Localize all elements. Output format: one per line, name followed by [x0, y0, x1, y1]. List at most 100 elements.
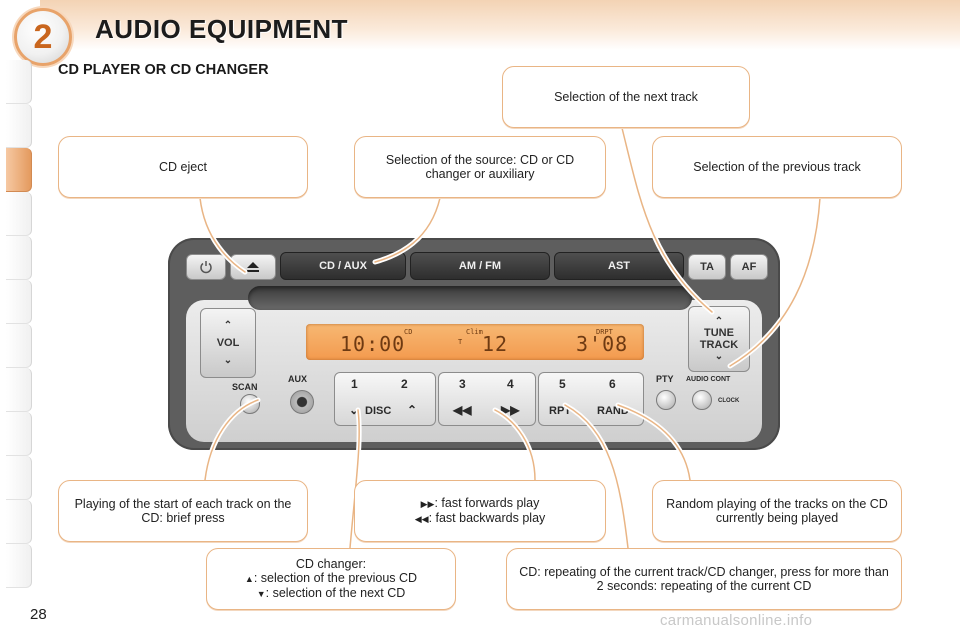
lcd-display: 10:00 CD Clim T 12 DRPT 3'08 [306, 324, 644, 360]
display-time: 10:00 [340, 332, 406, 356]
chapter-badge: 2 [14, 8, 72, 66]
chevron-down-icon: ⌄ [714, 351, 724, 362]
preset-5-label: 5 [559, 377, 566, 391]
display-elapsed: 3'08 [576, 332, 629, 356]
callout-scan-text: Playing of the start of each track on th… [74, 497, 292, 525]
preset-3-4-button[interactable]: 3 4 ◀◀ ▶▶ [438, 372, 536, 426]
cd-slot [248, 286, 692, 310]
af-button[interactable]: AF [730, 254, 768, 280]
preset-6-label: 6 [609, 377, 616, 391]
vol-label: VOL [216, 337, 240, 349]
radio-top-row: CD / AUX AM / FM AST TA AF [180, 252, 768, 282]
side-tab[interactable] [6, 324, 32, 368]
side-tab-active[interactable] [6, 148, 32, 192]
audio-cont-button[interactable] [692, 390, 712, 410]
section-title: CD PLAYER OR CD CHANGER [58, 62, 269, 78]
callout-random: Random playing of the tracks on the CD c… [652, 480, 902, 542]
side-tab[interactable] [6, 60, 32, 104]
power-button[interactable] [186, 254, 226, 280]
preset-3-label: 3 [459, 377, 466, 391]
side-tab[interactable] [6, 500, 32, 544]
preset-1-label: 1 [351, 377, 358, 391]
callout-source: Selection of the source: CD or CD change… [354, 136, 606, 198]
audio-cont-label: AUDIO CONT [686, 376, 731, 383]
triangle-down-icon: ⌄ [349, 403, 360, 417]
callout-cd-eject: CD eject [58, 136, 308, 198]
callout-previous-track: Selection of the previous track [652, 136, 902, 198]
callout-random-text: Random playing of the tracks on the CD c… [666, 497, 888, 525]
volume-rocker[interactable]: ⌃ VOL ⌄ [200, 308, 256, 378]
callout-fast-backward-line: ◀◀: fast backwards play [415, 511, 546, 526]
preset-1-2-button[interactable]: 1 2 ⌄ DISC ⌃ [334, 372, 436, 426]
page-title: AUDIO EQUIPMENT [95, 14, 349, 44]
side-tab[interactable] [6, 280, 32, 324]
disc-label: DISC [365, 405, 392, 417]
callout-fast-play: ▶▶: fast forwards play ◀◀: fast backward… [354, 480, 606, 542]
callout-changer-title: CD changer: [295, 557, 367, 571]
side-tab[interactable] [6, 104, 32, 148]
aux-label: AUX [288, 374, 308, 384]
eject-button[interactable] [230, 254, 276, 280]
eject-icon [247, 262, 259, 272]
fast-backward-icon: ◀◀ [453, 403, 472, 417]
callout-changer-next-text: : selection of the next CD [265, 586, 406, 600]
triangle-up-icon: ▲ [244, 574, 254, 584]
clock-label: CLOCK [718, 398, 740, 404]
callout-fast-forward-line: ▶▶: fast forwards play [421, 496, 540, 511]
display-drpt: DRPT [596, 328, 613, 336]
callout-changer-prev-text: : selection of the previous CD [253, 571, 418, 585]
side-tab[interactable] [6, 412, 32, 456]
preset-2-label: 2 [401, 377, 408, 391]
fast-backward-icon: ◀◀ [414, 514, 429, 524]
callout-source-text: Selection of the source: CD or CD change… [385, 153, 575, 181]
callout-next-track: Selection of the next track [502, 66, 750, 128]
callout-next-track-text: Selection of the next track [554, 90, 698, 104]
chevron-up-icon: ⌃ [223, 320, 233, 331]
rand-label: RAND [597, 405, 629, 417]
callout-repeat: CD: repeating of the current track/CD ch… [506, 548, 902, 610]
side-tab[interactable] [6, 544, 32, 588]
side-tab[interactable] [6, 192, 32, 236]
chevron-down-icon: ⌄ [223, 355, 233, 366]
radio-body-panel: ⌃ VOL ⌄ SCAN AUX 10:00 CD Clim T 12 DRPT… [186, 300, 762, 442]
callout-previous-track-text: Selection of the previous track [693, 160, 861, 174]
side-tab[interactable] [6, 236, 32, 280]
callout-cd-changer: CD changer: ▲: selection of the previous… [206, 548, 456, 610]
preset-5-6-button[interactable]: 5 6 RPT RAND [538, 372, 644, 426]
side-tab[interactable] [6, 456, 32, 500]
aux-jack[interactable] [290, 390, 314, 414]
track-label: TRACK [699, 339, 739, 351]
display-clim: Clim [466, 328, 483, 336]
callout-repeat-text: CD: repeating of the current track/CD ch… [519, 565, 889, 593]
am-fm-button[interactable]: AM / FM [410, 252, 550, 280]
triangle-up-icon: ⌃ [407, 403, 418, 417]
scan-button[interactable] [240, 394, 260, 414]
page-number: 28 [30, 606, 47, 623]
fast-forward-icon: ▶▶ [501, 403, 520, 417]
callout-changer-next-line: ▼: selection of the next CD [257, 586, 406, 601]
pty-label: PTY [656, 374, 674, 384]
callout-fast-forward-text: : fast forwards play [434, 496, 540, 510]
cd-aux-button[interactable]: CD / AUX [280, 252, 406, 280]
header-band [40, 0, 960, 50]
ast-button[interactable]: AST [554, 252, 684, 280]
display-cd: CD [404, 328, 413, 336]
display-track: 12 [482, 332, 509, 356]
ta-button[interactable]: TA [688, 254, 726, 280]
fast-forward-icon: ▶▶ [420, 499, 435, 509]
preset-4-label: 4 [507, 377, 514, 391]
callout-cd-eject-text: CD eject [159, 160, 207, 174]
triangle-down-icon: ▼ [256, 589, 266, 599]
callout-changer-prev-line: ▲: selection of the previous CD [245, 571, 417, 586]
power-icon [200, 261, 212, 274]
chapter-number: 2 [33, 17, 53, 56]
tune-track-rocker[interactable]: ⌃ TUNE TRACK ⌄ [688, 306, 750, 372]
radio-faceplate: CD / AUX AM / FM AST TA AF ⌃ VOL ⌄ SCAN … [168, 238, 780, 450]
pty-button[interactable] [656, 390, 676, 410]
scan-label: SCAN [232, 382, 258, 392]
side-tabs [0, 60, 34, 588]
chevron-up-icon: ⌃ [714, 316, 724, 327]
watermark: carmanualsonline.info [660, 612, 813, 629]
callout-fast-backward-text: : fast backwards play [428, 511, 546, 525]
side-tab[interactable] [6, 368, 32, 412]
